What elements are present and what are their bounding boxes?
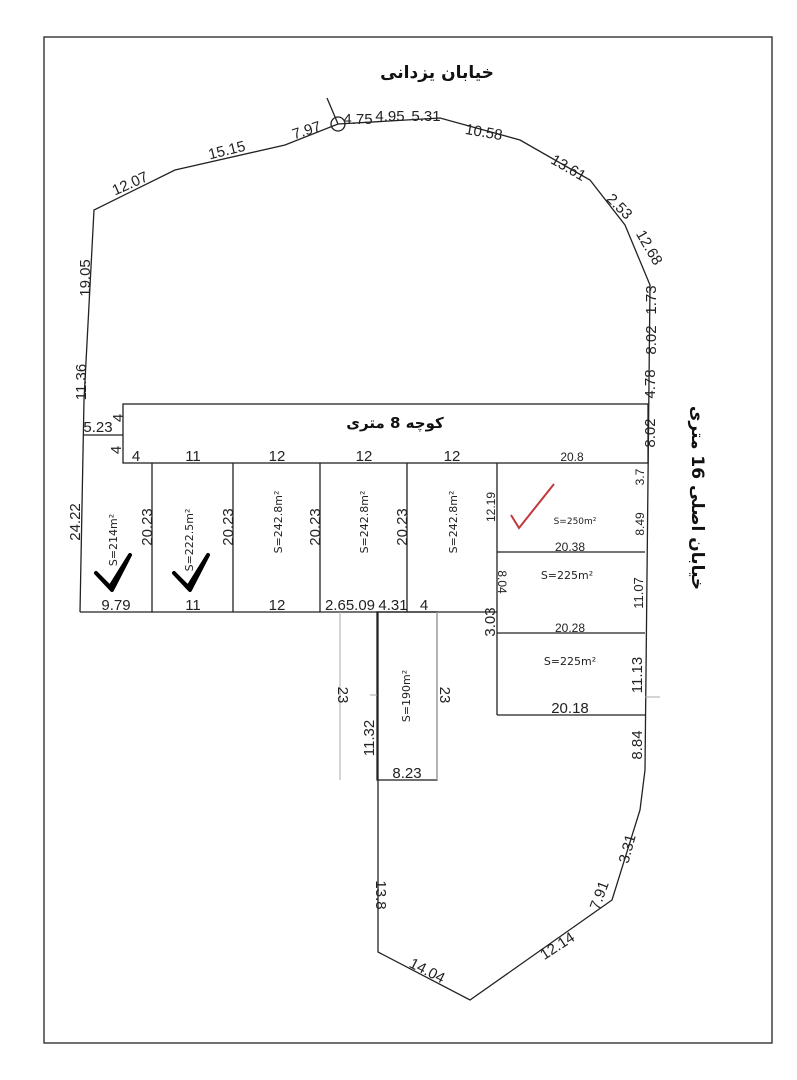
dimension-label: 11 bbox=[185, 448, 201, 465]
dimension-label: 8.04 bbox=[495, 570, 509, 594]
dimensions: 12.07 15.15 7.97 4.75 4.95 5.31 10.58 13… bbox=[67, 108, 666, 987]
dimension-label: 7.97 bbox=[290, 118, 323, 143]
dimension-label: 4 bbox=[110, 414, 127, 422]
dimension-label: 4.31 bbox=[378, 597, 407, 614]
street-top-label: خیابان یزدانی bbox=[380, 63, 494, 83]
black-check-icon bbox=[94, 553, 132, 592]
dimension-label: 3.7 bbox=[633, 468, 647, 485]
area-label: S=242.8m² bbox=[358, 491, 371, 554]
dimension-label: 14.04 bbox=[406, 955, 447, 987]
dimension-label: 19.05 bbox=[77, 259, 94, 297]
dimension-label: 3.31 bbox=[616, 833, 640, 866]
dimension-label: 5.31 bbox=[411, 108, 440, 125]
dimension-label: 12 bbox=[269, 597, 286, 614]
dimension-label: 2.65.09 bbox=[325, 597, 375, 614]
dimension-label: 20.23 bbox=[139, 508, 156, 546]
dimension-label: 7.91 bbox=[587, 879, 613, 912]
dimension-label: 8.84 bbox=[629, 730, 646, 759]
dimension-label: 11.07 bbox=[631, 577, 646, 609]
street-right-label: خیابان اصلی 16 متری bbox=[687, 406, 707, 590]
dimension-label: 5.23 bbox=[83, 419, 112, 436]
area-label: S=222.5m² bbox=[183, 509, 196, 572]
dimension-label: 4 bbox=[132, 448, 140, 465]
dimension-label: 23 bbox=[334, 687, 351, 704]
dimension-label: 11.32 bbox=[361, 720, 378, 756]
area-label: S=214m² bbox=[107, 514, 120, 566]
dimension-label: 11 bbox=[185, 597, 201, 614]
area-label: S=242.8m² bbox=[447, 491, 460, 554]
area-label: S=242.8m² bbox=[272, 491, 285, 554]
dimension-label: 20.8 bbox=[560, 450, 584, 464]
area-label: S=225m² bbox=[544, 655, 596, 668]
alley bbox=[122, 403, 649, 464]
area-label: S=250m² bbox=[554, 517, 597, 527]
dimension-label: 13.61 bbox=[548, 151, 589, 184]
dimension-label: 3.03 bbox=[482, 607, 499, 636]
dimension-label: 20.23 bbox=[394, 508, 411, 546]
dimension-label: 8.02 bbox=[642, 418, 659, 447]
dimension-label: 20.23 bbox=[220, 508, 237, 546]
dimension-label: 4 bbox=[108, 446, 125, 454]
dimension-label: 4.75 bbox=[343, 111, 372, 128]
north-marker bbox=[326, 97, 339, 125]
dimension-label: 4 bbox=[420, 597, 428, 614]
dimension-label: 12.14 bbox=[537, 929, 578, 964]
dimension-label: 11.36 bbox=[73, 364, 90, 400]
dimension-label: 20.18 bbox=[551, 700, 589, 717]
dimension-label: 12.68 bbox=[632, 227, 665, 268]
dimension-label: 12 bbox=[269, 448, 286, 465]
dimension-label: 1.73 bbox=[643, 285, 660, 314]
dimension-label: 9.79 bbox=[101, 597, 130, 614]
area-label: S=225m² bbox=[541, 569, 593, 582]
dimension-label: 8.49 bbox=[633, 512, 647, 536]
boundary bbox=[79, 117, 651, 1001]
dimension-label: 20.38 bbox=[555, 540, 585, 554]
dimension-label: 24.22 bbox=[67, 503, 84, 541]
dimension-label: 4.78 bbox=[642, 369, 659, 398]
frame bbox=[43, 36, 773, 1044]
dimension-label: 12 bbox=[444, 448, 461, 465]
dimension-label: 12.19 bbox=[484, 492, 498, 522]
dimension-label: 8.23 bbox=[392, 765, 421, 782]
dimension-label: 12 bbox=[356, 448, 373, 465]
dimension-label: 15.15 bbox=[207, 138, 248, 164]
black-check-icon bbox=[172, 553, 210, 592]
survey-point-icon bbox=[330, 116, 346, 132]
dimension-label: 12.07 bbox=[110, 168, 151, 199]
dimension-label: 11.13 bbox=[629, 657, 646, 693]
red-check-icon bbox=[510, 483, 555, 530]
area-label: S=190m² bbox=[400, 670, 413, 722]
dimension-label: 2.53 bbox=[603, 190, 636, 223]
dimension-label: 4.95 bbox=[375, 108, 404, 125]
dimension-label: 13.8 bbox=[372, 880, 389, 909]
alley-label: کوچه 8 متری bbox=[346, 414, 444, 433]
dimension-label: 23 bbox=[436, 687, 453, 704]
dimension-label: 20.23 bbox=[307, 508, 324, 546]
dimension-label: 8.02 bbox=[643, 325, 660, 354]
dimension-label: 20.28 bbox=[555, 621, 585, 635]
dimension-label: 10.58 bbox=[464, 121, 504, 144]
